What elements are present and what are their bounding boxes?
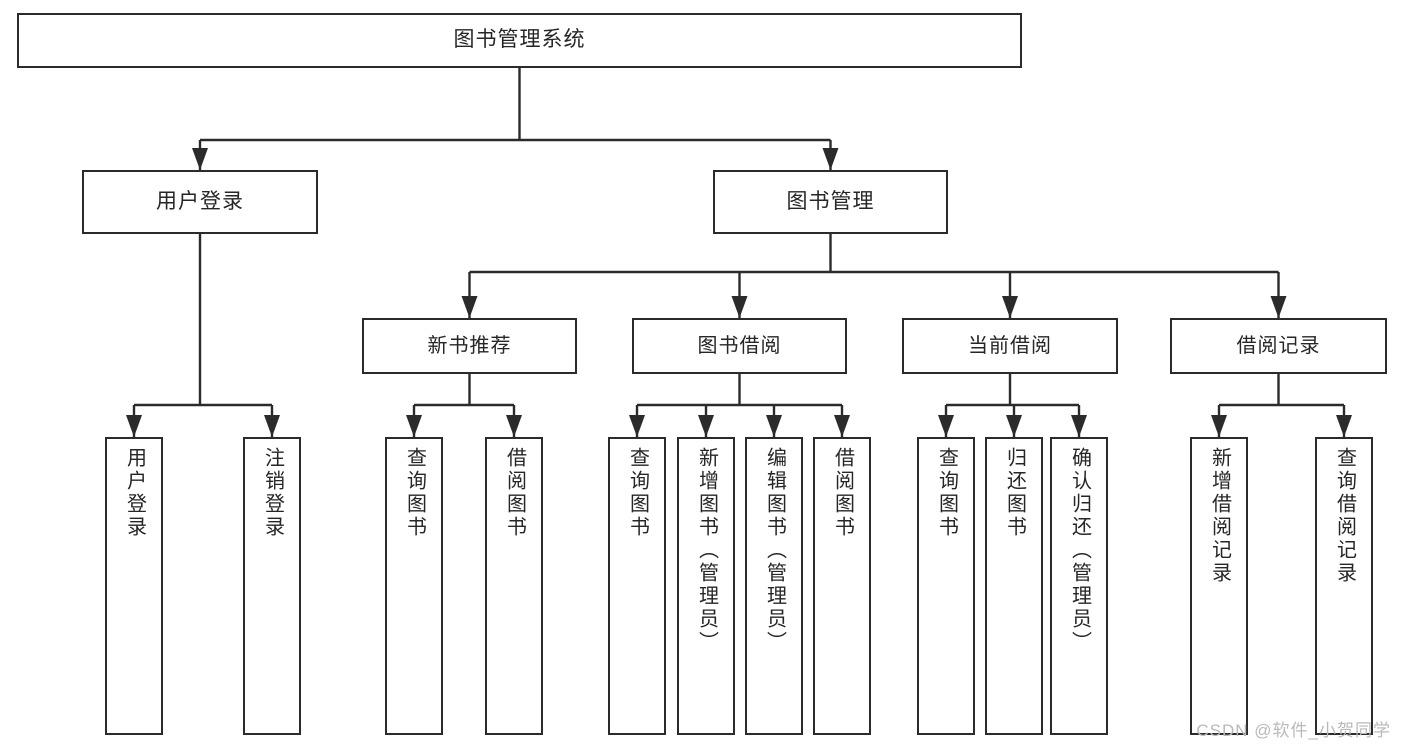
node-current-borrow-label: 当前借阅 — [968, 334, 1052, 357]
node-borrow-record[interactable]: 借阅记录 — [1170, 318, 1387, 374]
node-new-book-recommend-label: 新书推荐 — [427, 334, 512, 357]
node-leaf-query-book-2[interactable]: 查询图书 — [608, 437, 666, 735]
node-user-login[interactable]: 用户登录 — [82, 170, 318, 234]
node-book-manage[interactable]: 图书管理 — [713, 170, 948, 234]
node-leaf-logout-label: 注销登录 — [261, 447, 284, 539]
node-root[interactable]: 图书管理系统 — [17, 13, 1022, 68]
node-leaf-query-book-2-label: 查询图书 — [626, 447, 649, 539]
node-leaf-borrow-book-2-label: 借阅图书 — [831, 447, 854, 539]
node-leaf-add-book-label: 新增图书（管理员） — [695, 447, 718, 654]
node-book-manage-label: 图书管理 — [786, 189, 875, 213]
node-leaf-borrow-book-1-label: 借阅图书 — [503, 447, 526, 539]
node-book-borrow[interactable]: 图书借阅 — [632, 318, 847, 374]
node-leaf-user-login-label: 用户登录 — [123, 447, 146, 539]
node-leaf-query-book-1-label: 查询图书 — [403, 447, 426, 539]
node-leaf-add-record[interactable]: 新增借阅记录 — [1190, 437, 1248, 735]
node-leaf-add-book[interactable]: 新增图书（管理员） — [677, 437, 735, 735]
node-leaf-edit-book[interactable]: 编辑图书（管理员） — [745, 437, 803, 735]
node-book-borrow-label: 图书借阅 — [697, 334, 782, 357]
node-root-label: 图书管理系统 — [453, 28, 586, 52]
node-leaf-user-login[interactable]: 用户登录 — [105, 437, 163, 735]
node-leaf-add-record-label: 新增借阅记录 — [1208, 447, 1231, 585]
node-leaf-query-book-3-label: 查询图书 — [935, 447, 958, 539]
node-leaf-edit-book-label: 编辑图书（管理员） — [763, 447, 786, 654]
node-new-book-recommend[interactable]: 新书推荐 — [362, 318, 577, 374]
node-leaf-query-record[interactable]: 查询借阅记录 — [1315, 437, 1373, 735]
node-leaf-borrow-book-1[interactable]: 借阅图书 — [485, 437, 543, 735]
node-leaf-query-record-label: 查询借阅记录 — [1333, 447, 1356, 585]
node-leaf-query-book-1[interactable]: 查询图书 — [385, 437, 443, 735]
node-leaf-return-book[interactable]: 归还图书 — [985, 437, 1043, 735]
node-leaf-confirm-return-label: 确认归还（管理员） — [1068, 447, 1091, 654]
node-leaf-borrow-book-2[interactable]: 借阅图书 — [813, 437, 871, 735]
node-leaf-logout[interactable]: 注销登录 — [243, 437, 301, 735]
node-leaf-return-book-label: 归还图书 — [1003, 447, 1026, 539]
node-borrow-record-label: 借阅记录 — [1236, 334, 1321, 357]
node-current-borrow[interactable]: 当前借阅 — [902, 318, 1118, 374]
node-leaf-confirm-return[interactable]: 确认归还（管理员） — [1050, 437, 1108, 735]
watermark-text: CSDN @软件_小贺同学 — [1196, 721, 1391, 740]
node-leaf-query-book-3[interactable]: 查询图书 — [917, 437, 975, 735]
node-user-login-label: 用户登录 — [156, 189, 244, 213]
